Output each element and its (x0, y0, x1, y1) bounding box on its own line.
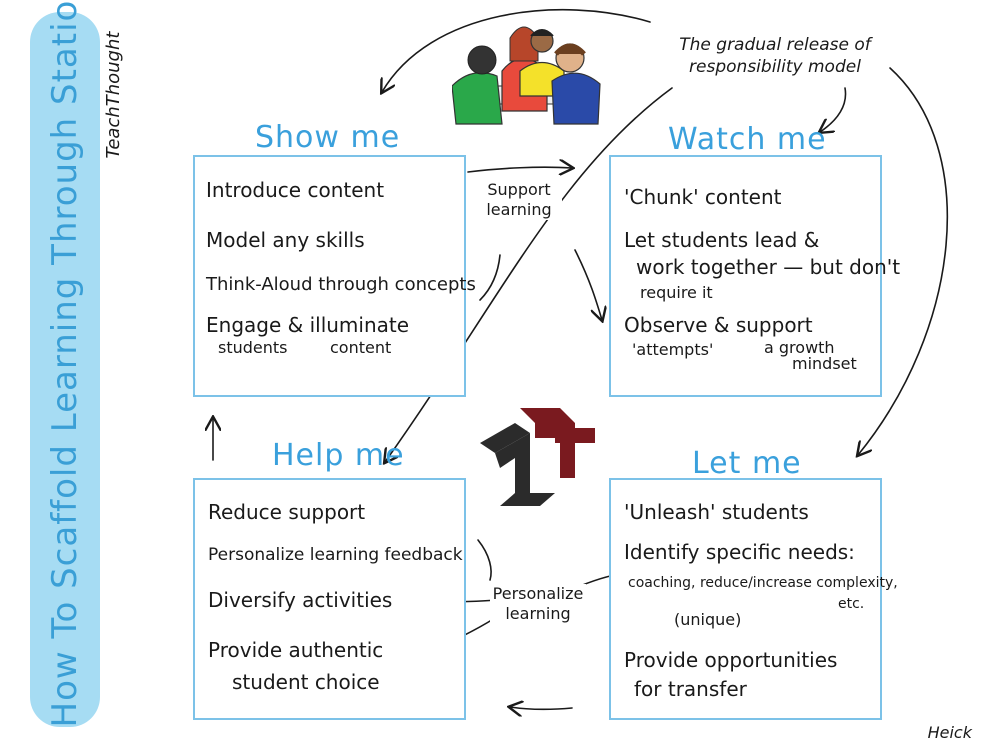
arrow-model-to-help (385, 87, 673, 462)
show-me-title: Show me (255, 120, 401, 155)
show-item: Engage & illuminate (206, 313, 410, 337)
teachthought-logo-icon (480, 408, 595, 506)
signature: Heick (927, 723, 972, 742)
model-note: The gradual release of responsibility mo… (679, 35, 871, 77)
learning-label: learning (486, 200, 552, 219)
let-item: (unique) (674, 610, 742, 629)
let-me-title: Let me (692, 446, 802, 481)
let-item: coaching, reduce/increase complexity, (628, 575, 898, 591)
watch-me-title: Watch me (668, 122, 827, 157)
help-item: student choice (232, 670, 380, 694)
support-label: Support (487, 180, 551, 199)
students-illustration (452, 26, 601, 125)
watch-item: Let students lead & (624, 228, 820, 252)
side-banner (30, 12, 100, 727)
let-item: etc. (838, 596, 865, 612)
arrow-model-to-watch (820, 87, 847, 132)
watch-me-panel (609, 155, 882, 397)
let-me-panel (609, 478, 882, 720)
personalize-label: Personalize (492, 584, 584, 603)
watch-item: Observe & support (624, 313, 813, 337)
learning-label: learning (505, 604, 571, 623)
help-item: Personalize learning feedback (208, 545, 463, 565)
show-me-panel (193, 155, 466, 397)
help-item: Provide authentic (208, 638, 384, 662)
arrow-model-to-show (382, 8, 651, 92)
show-item: Model any skills (206, 228, 365, 252)
watch-item: 'Chunk' content (624, 185, 782, 209)
arrow-watch-down (574, 249, 602, 320)
show-item: Introduce content (206, 178, 385, 202)
show-item: students (218, 338, 288, 357)
let-item: 'Unleash' students (624, 500, 809, 524)
show-item: content (330, 338, 392, 357)
arrow-show-to-watch (467, 167, 572, 172)
arrow-model-to-let (858, 67, 948, 455)
watch-item: require it (640, 283, 713, 302)
watch-item: a growth (764, 338, 835, 357)
help-me-panel (193, 478, 466, 720)
support-learning-note: Support learning (476, 180, 562, 220)
help-item: Reduce support (208, 500, 366, 524)
help-me-title: Help me (272, 438, 405, 473)
let-item: Provide opportunities (624, 648, 838, 672)
let-item: for transfer (634, 677, 747, 701)
watch-item: 'attempts' (632, 340, 714, 359)
watch-item: work together — but don't (636, 255, 901, 279)
help-item: Diversify activities (208, 588, 393, 612)
let-item: Identify specific needs: (624, 540, 855, 564)
watch-item: mindset (792, 354, 857, 373)
arrow-let-to-help (510, 707, 573, 709)
show-item: Think-Aloud through concepts (206, 274, 476, 295)
personalize-learning-note: Personalize learning (490, 584, 586, 624)
